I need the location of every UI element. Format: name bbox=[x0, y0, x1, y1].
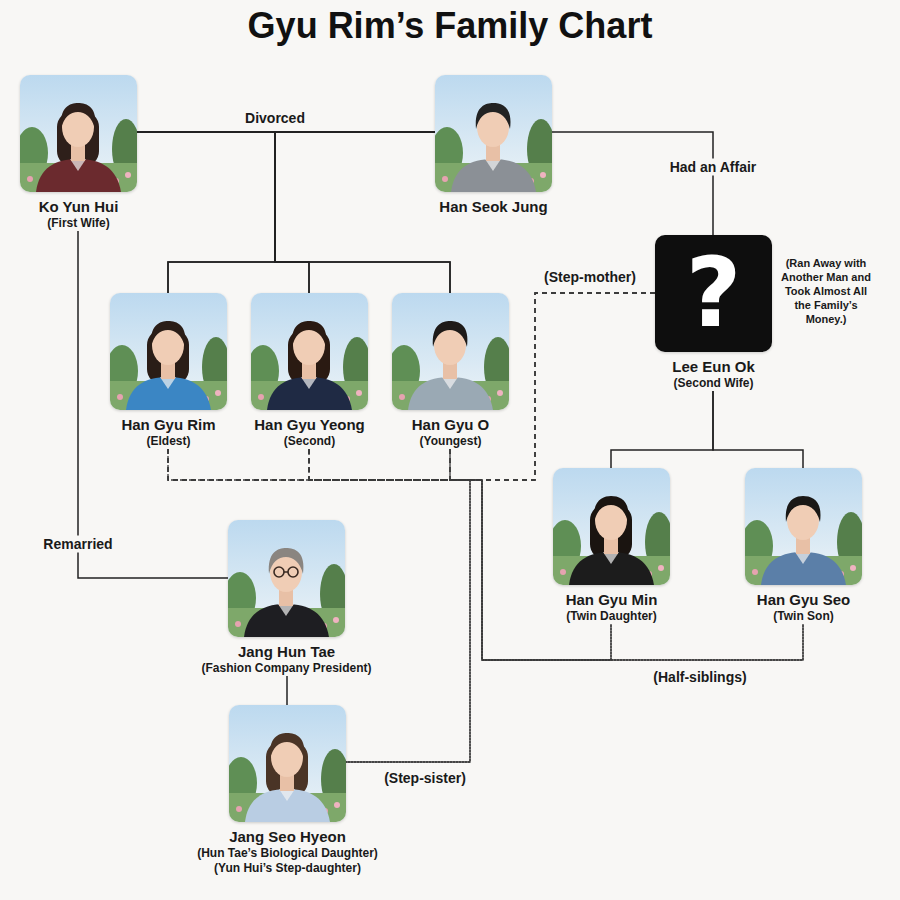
person-role: (Yun Hui’s Step-daughter) bbox=[129, 861, 446, 876]
relation-label: Divorced bbox=[242, 110, 308, 127]
portrait-illustration bbox=[745, 468, 862, 585]
portrait-illustration bbox=[229, 705, 346, 822]
relation-label: (Step-sister) bbox=[381, 770, 469, 787]
person-node: Han Seok Jung bbox=[435, 75, 552, 216]
person-node: Han Gyu Min(Twin Daughter) bbox=[553, 468, 670, 624]
family-line bbox=[168, 132, 435, 293]
portrait-photo bbox=[745, 468, 862, 585]
portrait-photo bbox=[435, 75, 552, 192]
portrait-illustration bbox=[553, 468, 670, 585]
relation-label: (Half-siblings) bbox=[650, 669, 749, 686]
portrait-illustration bbox=[110, 293, 227, 410]
portrait-photo bbox=[392, 293, 509, 410]
person-role: (Twin Daughter) bbox=[453, 609, 770, 624]
portrait-photo bbox=[228, 520, 345, 637]
person-name: Jang Seo Hyeon bbox=[129, 828, 446, 846]
person-node: Jang Seo Hyeon(Hun Tae’s Biological Daug… bbox=[229, 705, 346, 876]
family-line bbox=[78, 231, 228, 578]
chart-title: Gyu Rim’s Family Chart bbox=[0, 4, 900, 48]
person-role: (Eldest) bbox=[10, 434, 327, 449]
portrait-photo bbox=[553, 468, 670, 585]
person-role: (First Wife) bbox=[0, 216, 237, 231]
family-line bbox=[611, 391, 713, 468]
portrait-illustration bbox=[20, 75, 137, 192]
person-role: (Twin Son) bbox=[645, 609, 900, 624]
person-node: ?Lee Eun Ok(Second Wife) bbox=[655, 235, 772, 391]
person-role: (Fashion Company President) bbox=[128, 661, 445, 676]
person-name: Ko Yun Hui bbox=[0, 198, 237, 216]
family-line bbox=[137, 132, 275, 293]
family-line bbox=[137, 132, 450, 293]
portrait-photo bbox=[20, 75, 137, 192]
portrait-illustration bbox=[228, 520, 345, 637]
person-name: Jang Hun Tae bbox=[128, 643, 445, 661]
portrait-illustration bbox=[435, 75, 552, 192]
family-line bbox=[137, 132, 309, 293]
person-name: Han Gyu Min bbox=[453, 591, 770, 609]
step-relation-line bbox=[346, 449, 470, 762]
person-node: Jang Hun Tae(Fashion Company President) bbox=[228, 520, 345, 676]
note-text: (Ran Away with Another Man and Took Almo… bbox=[777, 256, 875, 326]
question-mark: ? bbox=[655, 235, 772, 352]
portrait-illustration bbox=[392, 293, 509, 410]
person-node: Han Gyu Yeong(Second) bbox=[251, 293, 368, 449]
person-name: Han Gyu O bbox=[292, 416, 609, 434]
relation-label: (Step-mother) bbox=[541, 269, 639, 286]
family-line bbox=[275, 132, 435, 293]
person-node: Han Gyu O(Youngest) bbox=[392, 293, 509, 449]
person-name: Han Gyu Seo bbox=[645, 591, 900, 609]
person-role: (Youngest) bbox=[292, 434, 609, 449]
person-node: Ko Yun Hui(First Wife) bbox=[20, 75, 137, 231]
portrait-photo bbox=[251, 293, 368, 410]
person-name: Han Seok Jung bbox=[335, 198, 652, 216]
portrait-illustration bbox=[251, 293, 368, 410]
person-role: (Second Wife) bbox=[555, 376, 872, 391]
family-line bbox=[552, 132, 713, 235]
portrait-photo bbox=[229, 705, 346, 822]
person-node: Han Gyu Rim(Eldest) bbox=[110, 293, 227, 449]
unknown-portrait: ? bbox=[655, 235, 772, 352]
step-relation-line bbox=[168, 293, 655, 480]
family-line bbox=[286, 676, 288, 705]
person-name: Lee Eun Ok bbox=[555, 358, 872, 376]
portrait-photo bbox=[110, 293, 227, 410]
person-role: (Hun Tae’s Biological Daughter) bbox=[129, 846, 446, 861]
family-line bbox=[713, 391, 803, 468]
person-node: Han Gyu Seo(Twin Son) bbox=[745, 468, 862, 624]
family-line bbox=[275, 132, 450, 293]
